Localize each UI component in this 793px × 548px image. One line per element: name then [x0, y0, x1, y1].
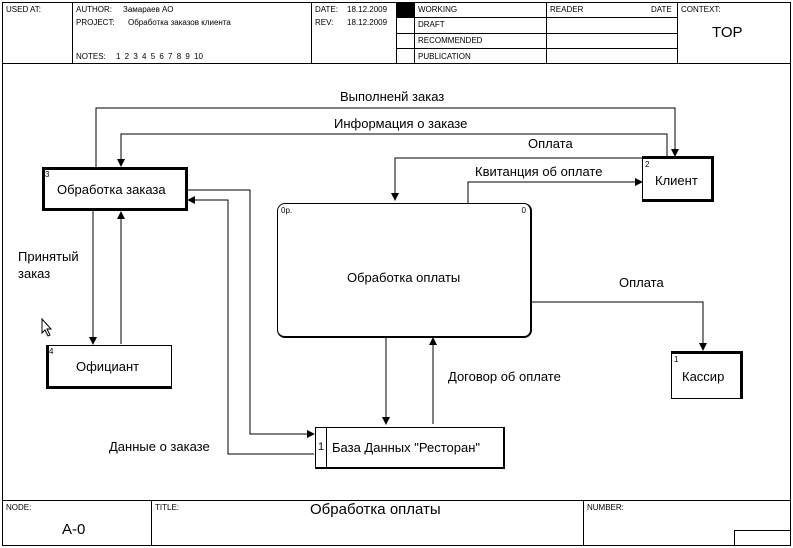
header-divider — [72, 2, 73, 64]
label-receipt: Квитанция об оплате — [475, 164, 603, 179]
context-value: TOP — [712, 24, 743, 41]
entity-number: 1 — [674, 355, 679, 364]
label-accepted-order: Принятый заказ — [18, 249, 79, 281]
footer-frame — [2, 500, 791, 546]
rev-value: 18.12.2009 — [347, 18, 388, 27]
entity-order-processing[interactable]: 3 Обработка заказа — [42, 167, 188, 211]
project-value: Обработка заказов клиента — [128, 18, 231, 27]
label-completed-order: Выполненй заказ — [340, 89, 445, 104]
process-id: 0р. — [281, 206, 293, 215]
entity-number: 2 — [645, 160, 650, 169]
status-recommended: RECOMMENDED — [418, 36, 483, 45]
arrow-receipt — [467, 178, 643, 203]
datastore-divider — [326, 428, 327, 467]
arrow-order-to-datastore — [187, 189, 315, 438]
process-label: Обработка оплаты — [347, 270, 461, 285]
arrow-payment-cashier — [530, 301, 707, 351]
header-row-line — [396, 33, 678, 34]
date-label: DATE: — [315, 5, 338, 14]
project-label: PROJECT: — [76, 18, 115, 27]
working-status-marker — [397, 3, 414, 17]
header-row-line — [396, 48, 678, 49]
entity-number: 3 — [45, 170, 50, 179]
footer-corner-box — [734, 530, 791, 546]
datastore-label: База Данных "Ресторан" — [332, 440, 481, 455]
footer-divider — [151, 500, 152, 546]
status-working: WORKING — [418, 5, 458, 14]
header-row-line — [396, 17, 678, 18]
entity-cashier[interactable]: 1 Кассир — [671, 351, 743, 399]
process-payment[interactable]: 0р. 0 Обработка оплаты — [277, 203, 532, 338]
notes-label: NOTES: — [76, 52, 106, 61]
entity-number: 4 — [49, 347, 54, 356]
rev-label: REV: — [315, 18, 334, 27]
arrow-order-info — [117, 133, 668, 167]
datastore-restaurant[interactable]: 1 База Данных "Ресторан" — [315, 427, 505, 469]
process-number: 0 — [521, 206, 526, 215]
title-label: TITLE: — [155, 503, 180, 512]
label-payment-top: Оплата — [528, 136, 573, 151]
entity-label: Кассир — [682, 369, 725, 384]
reader-date-label: DATE — [651, 5, 672, 14]
status-publication: PUBLICATION — [418, 52, 471, 61]
label-order-info: Информация о заказе — [334, 116, 468, 131]
status-draft: DRAFT — [418, 20, 445, 29]
entity-label: Обработка заказа — [57, 182, 166, 197]
notes-value: 1 2 3 4 5 6 7 8 9 10 — [116, 52, 203, 61]
label-payment-cashier: Оплата — [619, 275, 664, 290]
context-label: CONTEXT: — [681, 5, 721, 14]
arrow-completed-order — [95, 107, 679, 167]
arrow-payment-top — [391, 157, 644, 201]
author-value: Замараев АО — [123, 5, 174, 14]
entity-label: Клиент — [655, 173, 698, 188]
header-divider — [311, 2, 312, 64]
number-label: NUMBER: — [587, 503, 624, 512]
mouse-cursor-icon — [41, 318, 53, 337]
used-at-label: USED AT: — [6, 5, 41, 14]
entity-label: Официант — [76, 359, 140, 374]
title-value: Обработка оплаты — [310, 501, 441, 518]
reader-label: READER — [550, 5, 584, 14]
date-value: 18.12.2009 — [347, 5, 388, 14]
node-label: NODE: — [6, 503, 32, 512]
label-payment-contract: Договор об оплате — [448, 369, 561, 384]
node-value: А-0 — [62, 521, 86, 538]
diagram-frame — [2, 64, 791, 500]
datastore-number: 1 — [318, 441, 325, 453]
arrow-order-data — [187, 196, 314, 455]
label-order-data: Данные о заказе — [109, 439, 210, 454]
footer-divider — [583, 500, 584, 546]
entity-waiter[interactable]: 4 Официант — [46, 345, 172, 389]
author-label: AUTHOR: — [76, 5, 112, 14]
entity-client[interactable]: 2 Клиент — [642, 156, 714, 202]
